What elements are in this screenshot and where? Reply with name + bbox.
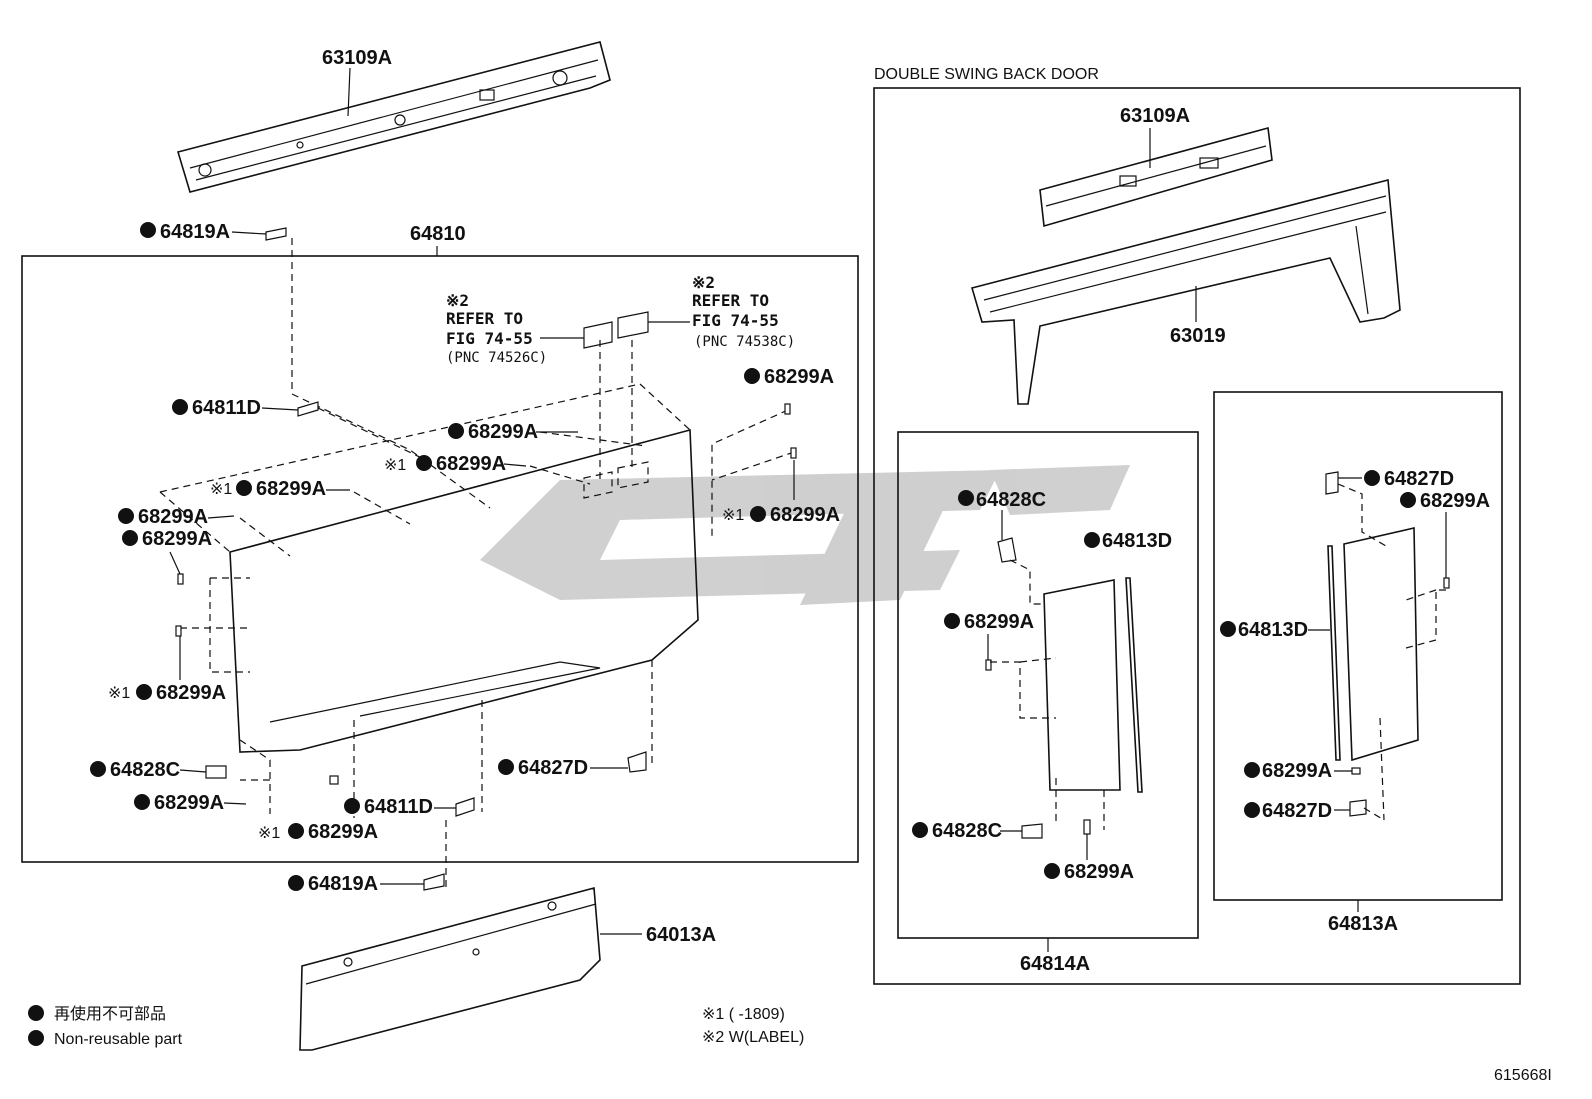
mark1-a: ※1 [384,457,406,474]
refer-line1-left: REFER TO [446,309,523,328]
group-box-double-swing [873,87,1521,985]
section-title: DOUBLE SWING BACK DOOR [874,66,1099,83]
part-label-64811d-top: 64811D [192,397,261,419]
refer-mark-left: ※2 [446,291,469,310]
part-label-68299a-r6: 68299A [1262,760,1332,782]
refer-line2-right: FIG 74-55 [692,311,779,330]
dashed-guide-lines-r2 [1337,483,1446,821]
mark1-e: ※1 [258,825,280,842]
bullet-icon [28,1005,44,1021]
refer-line2-left: FIG 74-55 [446,329,533,348]
footnote-2: ※2 W(LABEL) [702,1029,804,1046]
part-label-64814a: 64814A [1020,953,1090,975]
part-label-64819a-top: 64819A [160,221,230,243]
back-door-scuff-plate-part [299,886,601,1051]
part-label-63019: 63019 [1170,325,1226,347]
legend: 再使用不可部品 Non-reusable part [28,1005,183,1048]
refer-line1-right: REFER TO [692,291,769,310]
mark1-c: ※1 [722,507,744,524]
dashed-guide-lines [180,238,795,888]
part-label-68299a-r3: 68299A [964,611,1034,633]
part-label-64810: 64810 [410,223,466,245]
part-label-64828c-left: 64828C [110,759,180,781]
part-label-64828c-r1: 64828C [976,489,1046,511]
part-label-68299a-m2: 68299A [436,453,506,475]
part-label-68299a-r5: 68299A [1420,490,1490,512]
back-door-trim-left-part [985,537,1143,839]
part-label-64813a: 64813A [1328,913,1398,935]
part-label-68299a-l2: 68299A [138,506,208,528]
header-panel-right-part [1039,126,1273,228]
part-label-68299a-r4: 68299A [1064,861,1134,883]
part-label-63109a: 63109A [322,47,392,69]
watermark-logo [480,465,1130,605]
part-label-64813d-r2: 64813D [1238,619,1308,641]
part-label-64013a: 64013A [646,924,716,946]
part-label-64827d-r2: 64827D [1262,800,1332,822]
group-box-64813a [1213,391,1503,901]
part-label-68299a-b1: 68299A [154,792,224,814]
part-label-64827d-r: 64827D [1384,468,1454,490]
part-label-63109a-right: 63109A [1120,105,1190,127]
refer-mark-right: ※2 [692,273,715,292]
footnote-1: ※1 ( -1809) [702,1006,785,1023]
figure-id: 615668I [1494,1067,1552,1084]
group-box-64810 [21,255,859,863]
roof-frame-63019-part [970,178,1401,405]
mark1-b: ※1 [210,481,232,498]
part-label-68299a-l4: 68299A [156,682,226,704]
part-label-68299a-l1: 68299A [256,478,326,500]
part-label-64811d-bot: 64811D [364,796,433,818]
part-label-68299a-r2: 68299A [770,504,840,526]
label-placeholders [583,311,649,499]
legend-line1: 再使用不可部品 [54,1005,166,1023]
mark1-d: ※1 [108,685,130,702]
left-callouts: 64819A 64811D ※2 REFER TO FIG 74-55 (PNC… [90,221,840,895]
rear-header-panel-part [176,41,611,193]
legend-line2: Non-reusable part [54,1031,183,1048]
part-label-68299a-m1: 68299A [468,421,538,443]
refer-line3-left: (PNC 74526C) [446,350,547,366]
refer-line3-right: (PNC 74538C) [694,334,795,350]
part-label-64827d-mid: 64827D [518,757,588,779]
part-label-68299a-r1: 68299A [764,366,834,388]
part-label-68299a-l3: 68299A [142,528,212,550]
part-label-64819a-bot: 64819A [308,873,378,895]
back-door-trim-right-part [1325,471,1450,817]
clip-fasteners [175,227,797,891]
dashed-guide-lines-r1 [990,559,1105,830]
bullet-icon [28,1030,44,1046]
part-label-64813d-r1: 64813D [1102,530,1172,552]
part-label-64828c-r2: 64828C [932,820,1002,842]
part-label-68299a-b2: 68299A [308,821,378,843]
